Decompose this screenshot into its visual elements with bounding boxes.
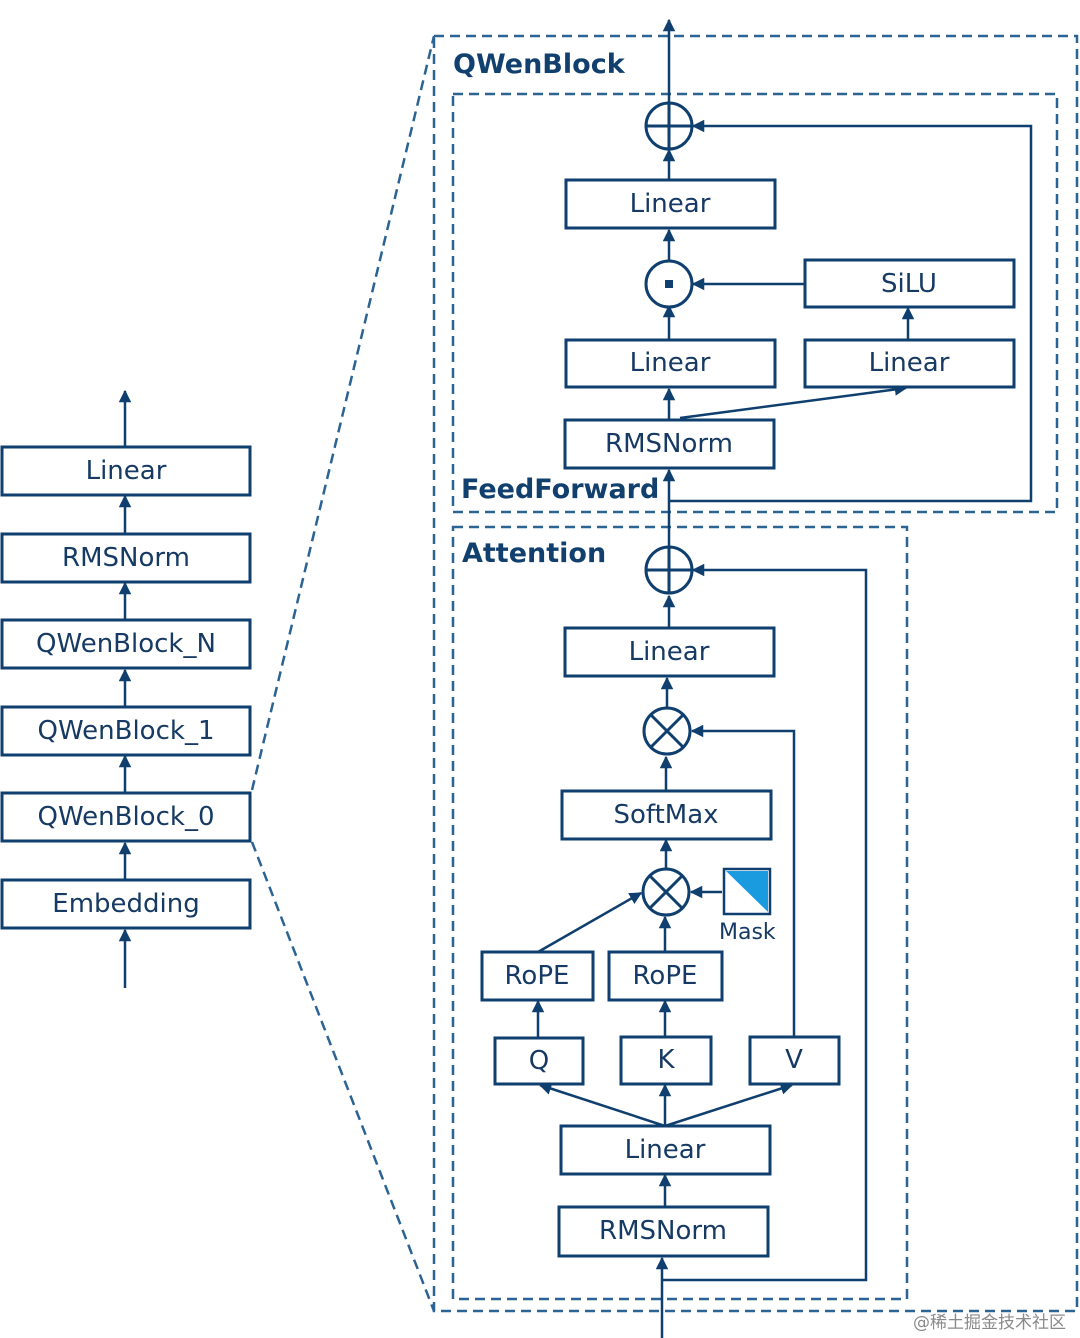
watermark: @稀土掘金技术社区	[913, 1313, 1066, 1333]
ff-silu-box: SiLU	[803, 258, 1016, 309]
attn-softmax-box: SoftMax	[560, 789, 773, 841]
ff-out-linear-box: Linear	[564, 178, 777, 230]
stack-block-0-box: QWenBlock_0	[0, 791, 252, 843]
ff-residual-add-icon	[644, 101, 694, 151]
attn-in-linear-label: Linear	[625, 1135, 706, 1165]
ff-elementwise-multiply-icon	[644, 259, 694, 309]
ff-rmsnorm-box: RMSNorm	[563, 418, 776, 470]
attn-in-linear-box: Linear	[559, 1124, 772, 1176]
zoom-guide-top	[250, 35, 436, 791]
stack-block-n-box: QWenBlock_N	[0, 618, 252, 670]
attn-score-matmul-icon	[641, 867, 691, 917]
qwenblock-container	[432, 34, 1079, 1313]
ff-linear-left-label: Linear	[630, 348, 711, 378]
stack-rmsnorm-box: RMSNorm	[0, 532, 252, 584]
attn-k-label: K	[657, 1045, 675, 1075]
ff-silu-label: SiLU	[881, 269, 937, 299]
attn-rope-q-box: RoPE	[480, 950, 595, 1002]
attn-k-box: K	[619, 1035, 713, 1086]
attn-q-box: Q	[493, 1036, 585, 1086]
attn-v-box: V	[748, 1035, 841, 1086]
stack-embedding-box: Embedding	[0, 878, 252, 930]
attention-title: Attention	[462, 538, 606, 569]
attn-out-linear-label: Linear	[629, 637, 710, 667]
attn-out-linear-box: Linear	[563, 626, 776, 678]
attn-rmsnorm-box: RMSNorm	[557, 1205, 770, 1258]
ff-out-linear-label: Linear	[630, 189, 711, 219]
attn-rmsnorm-label: RMSNorm	[599, 1216, 727, 1246]
ff-linear-right-label: Linear	[869, 348, 950, 378]
mask-label: Mask	[719, 920, 776, 945]
ff-rmsnorm-label: RMSNorm	[605, 429, 733, 459]
attn-q-label: Q	[529, 1046, 549, 1076]
attention-container	[451, 525, 909, 1301]
attn-residual-add-icon	[644, 545, 694, 595]
stack-linear-label: Linear	[86, 456, 167, 486]
mask-icon	[722, 867, 772, 916]
stack-block-0-label: QWenBlock_0	[38, 802, 215, 832]
ff-residual-path	[669, 119, 1033, 503]
stack-block-1-label: QWenBlock_1	[38, 716, 215, 746]
attn-value-matmul-icon	[642, 706, 692, 756]
attn-softmax-label: SoftMax	[613, 800, 718, 830]
attn-arrow-linear-to-q	[538, 1082, 666, 1128]
attn-arrow-linear-to-v	[664, 1082, 794, 1128]
attn-v-path	[690, 724, 796, 1037]
stack-block-1-box: QWenBlock_1	[0, 705, 252, 757]
attn-residual-path	[662, 563, 868, 1282]
qwenblock-title: QWenBlock	[453, 49, 626, 80]
ff-linear-left-box: Linear	[564, 338, 777, 389]
stack-embedding-label: Embedding	[52, 889, 199, 919]
stack-rmsnorm-label: RMSNorm	[62, 543, 190, 573]
attn-rope-q-label: RoPE	[505, 961, 570, 991]
zoom-guide-bottom	[250, 841, 436, 1312]
ff-arrow-rmsnorm-to-linear-right	[679, 383, 908, 420]
feedforward-title: FeedForward	[461, 474, 659, 505]
attn-rope-k-label: RoPE	[633, 961, 698, 991]
attn-v-label: V	[785, 1045, 803, 1075]
attn-arrow-rope-q-to-scores	[537, 891, 643, 954]
attn-rope-k-box: RoPE	[607, 950, 724, 1002]
stack-linear-box: Linear	[0, 445, 252, 497]
stack-block-n-label: QWenBlock_N	[36, 629, 216, 659]
ff-linear-right-box: Linear	[803, 338, 1016, 389]
